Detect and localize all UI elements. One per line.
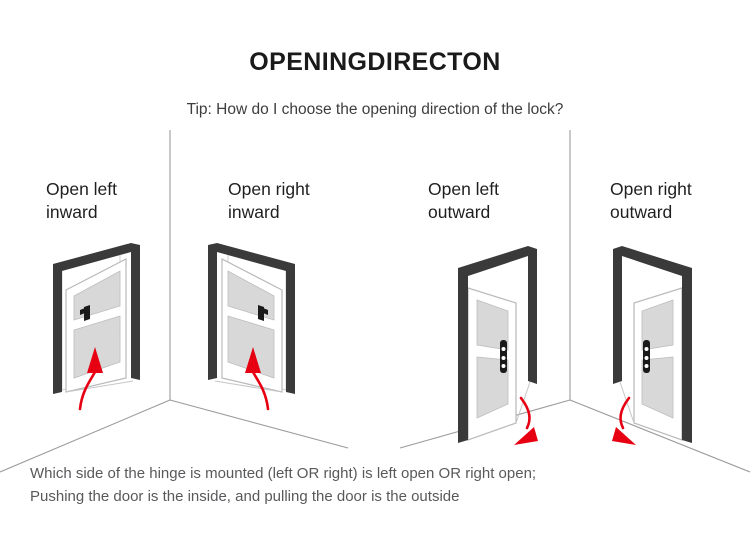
door-frame-strike-jamb [528, 246, 537, 384]
door-frame-strike-jamb [613, 246, 622, 384]
panel-label-open-right-inward: Open right inward [228, 179, 310, 223]
panel-label-open-left-outward: Open left outward [428, 179, 500, 223]
corner-walls-left [0, 130, 349, 473]
door-panel-inset-bottom [227, 315, 275, 379]
lock-handle-icon [80, 305, 90, 321]
door-panel-inset-top [641, 299, 674, 351]
door-frame-head [458, 246, 528, 276]
door-panel-inset-top [476, 299, 509, 351]
door-frame-strike-jamb [208, 243, 217, 380]
page-title: OPENINGDIRECTON [249, 48, 501, 76]
door-panel-inset-bottom [641, 356, 674, 419]
door-panel-inset-bottom [476, 356, 509, 419]
corner-walls-right [399, 130, 750, 473]
outward-arrow [612, 396, 636, 445]
panel-label-open-right-outward: Open right outward [610, 179, 692, 223]
lock-handle-icon [258, 305, 268, 321]
door-open-left-inward [53, 243, 140, 411]
door-open-right-inward [208, 243, 295, 411]
door-frame-hinge-jamb [682, 268, 692, 443]
lock-escutcheon-icon [500, 340, 507, 373]
door-open-right-outward [612, 246, 692, 445]
door-frame-hinge-jamb [458, 268, 468, 443]
door-frame-head [217, 243, 295, 271]
panel-label-open-left-inward: Open left inward [46, 179, 118, 223]
door-frame-head [53, 243, 131, 271]
inward-arrow [245, 347, 270, 411]
lock-escutcheon-icon [643, 340, 650, 373]
door-panel-inset-bottom [73, 315, 121, 379]
outward-arrow [514, 396, 538, 445]
tip-text: Tip: How do I choose the opening directi… [186, 101, 564, 118]
door-frame-hinge-jamb [286, 264, 295, 394]
door-frame-hinge-jamb [53, 264, 62, 394]
door-open-left-outward [458, 246, 538, 445]
door-frame-head [622, 246, 692, 276]
inward-arrow [78, 347, 103, 411]
caption-text: Which side of the hinge is mounted (left… [30, 465, 537, 506]
door-frame-strike-jamb [131, 243, 140, 380]
